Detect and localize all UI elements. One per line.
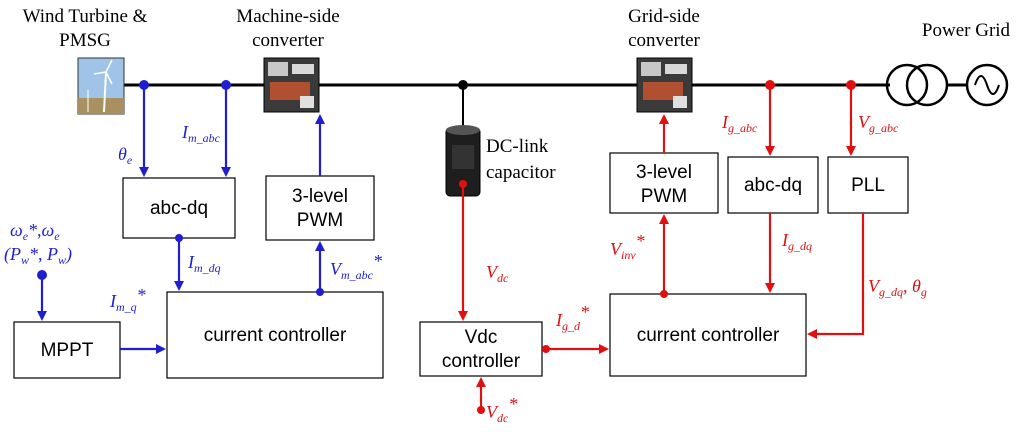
v-dc-ref-label: Vdc* [486, 394, 517, 425]
pll-label: PLL [851, 175, 885, 196]
wind-turbine-label-line1: Wind Turbine & [23, 6, 148, 27]
v-m-abc-ref-label: Vm_abc* [330, 251, 382, 282]
machine-side-converter-image [263, 57, 320, 113]
abc-dq-right-label: abc-dq [744, 175, 802, 196]
grid-side-label-line2: converter [628, 30, 700, 51]
pwm-left-label-line1: 3-level [292, 186, 348, 207]
i-g-abc-label: Ig_abc [721, 112, 758, 135]
pwm-left-block [265, 175, 375, 241]
power-grid-label: Power Grid [922, 20, 1011, 41]
wind-turbine-image [77, 57, 125, 115]
vdc-controller-block [419, 321, 543, 377]
i-g-dq-label: Ig_dq [781, 230, 812, 253]
capacitor-node [458, 80, 468, 90]
machine-side-label-line1: Machine-side [236, 6, 339, 27]
grid-side-label-line1: Grid-side [628, 6, 700, 27]
abc-dq-left-label: abc-dq [150, 198, 208, 219]
dc-link-capacitor-image [445, 125, 481, 197]
pwm-left-label-line2: PWM [297, 210, 343, 231]
vdc-controller-label-line2: controller [442, 351, 521, 372]
ac-source-icon [965, 63, 1009, 107]
abc-dq-right-block [727, 156, 819, 214]
dc-link-label-line1: DC-link [486, 136, 549, 157]
wind-turbine-label-line2: PMSG [59, 30, 111, 51]
grid-side-converter-image [636, 57, 693, 113]
transformer-symbol [885, 63, 949, 107]
pll-block [827, 156, 909, 214]
current-controller-right-block [609, 293, 807, 377]
i-m-q-ref-label: Im_q* [109, 285, 146, 314]
vdc-controller-label-line1: Vdc [465, 327, 498, 348]
i-g-d-ref-label: Ig_d* [555, 302, 589, 333]
dc-link-label-line2: capacitor [486, 162, 556, 183]
i-m-dq-label: Im_dq [187, 252, 221, 275]
current-controller-right-label: current controller [637, 325, 780, 346]
current-controller-left-label: current controller [204, 325, 347, 346]
omega-label-line2: (Pw*, Pw) [4, 244, 72, 267]
pwm-right-label-line2: PWM [641, 186, 687, 207]
v-g-dq-theta-label: Vg_dq, θg [868, 276, 927, 299]
omega-label-line1: ωe*,ωe [10, 220, 60, 243]
pwm-right-label-line1: 3-level [636, 162, 692, 183]
v-g-abc-label: Vg_abc [858, 112, 899, 135]
i-m-abc-label: Im_abc [181, 122, 221, 145]
v-inv-ref-label: Vinv* [610, 231, 645, 262]
current-controller-left-block [166, 291, 384, 379]
v-dc-label: Vdc [486, 262, 509, 285]
mppt-label: MPPT [41, 340, 94, 361]
v-g-dq-theta-arrow [807, 213, 865, 339]
theta-e-label: θe [118, 144, 133, 167]
machine-side-label-line2: converter [252, 30, 324, 51]
